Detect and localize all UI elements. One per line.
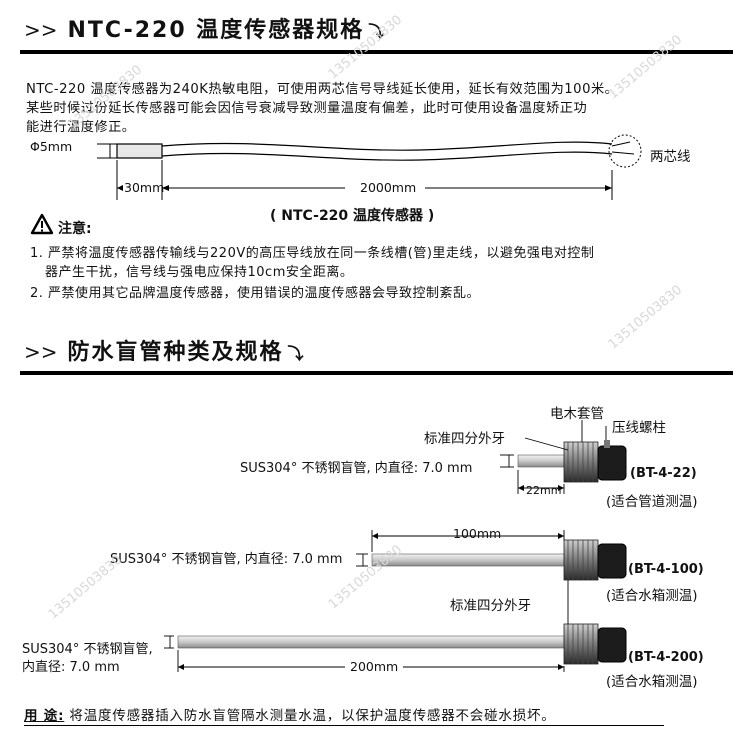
bakelite-sleeve <box>597 445 627 481</box>
wire-end-circle <box>608 134 642 168</box>
tube1-use: (适合管道测温) <box>606 494 698 510</box>
terminal-post <box>604 440 610 448</box>
chevron-icon: >> <box>24 340 58 364</box>
corner-arrow-icon: ⤵ <box>368 22 387 41</box>
tube2-model: (BT-4-100) <box>628 562 704 577</box>
leader-thread-top <box>524 437 569 451</box>
bakelite-sleeve <box>597 543 627 579</box>
note-item-1: 1. 严禁将温度传感器传输线与220V的高压导线放在同一条线槽(管)里走线，以避… <box>30 244 730 282</box>
dim-arrow <box>117 185 123 191</box>
sensor-diagram <box>97 134 642 200</box>
tube-assembly-2 <box>371 539 627 581</box>
tube3-desc-line1: SUS304° 不锈钢盲管, <box>22 642 153 657</box>
note-line: 器产生干扰，信号线与强电应保持10cm安全距离。 <box>45 265 354 280</box>
section-divider <box>20 50 733 54</box>
usage-line: 用 途: 将温度传感器插入防水盲管隔水测量水温，以保护温度传感器不会碰水损坏。 <box>24 704 556 724</box>
tube3-model: (BT-4-200) <box>628 650 704 665</box>
tube2-desc: SUS304° 不锈钢盲管, 内直径: 7.0 mm <box>110 552 343 567</box>
probe-length-label: 30mm <box>124 180 165 195</box>
wire-strands <box>611 141 635 155</box>
tube2-use: (适合水箱测温) <box>606 588 698 604</box>
warning-icon <box>30 213 54 235</box>
intro-paragraph: NTC-220 温度传感器为240K热敏电阻，可使用两芯信号导线延长使用，延长有… <box>26 80 726 137</box>
intro-line: NTC-220 温度传感器为240K热敏电阻，可使用两芯信号导线延长使用，延长有… <box>26 82 619 97</box>
section-title-text: NTC-220 温度传感器规格 <box>67 18 365 43</box>
tube-body <box>177 635 565 649</box>
tube3-desc-line2: 内直径: 7.0 mm <box>22 660 120 675</box>
tube-body <box>517 454 565 468</box>
tube-assembly-3 <box>177 623 627 665</box>
sensor-cable-top <box>161 141 613 151</box>
dim-arrows <box>178 485 564 670</box>
intro-line: 某些时候过份延长传感器可能会因信号衰减导致测量温度有偏差，此时可使用设备温度矫正… <box>26 101 588 116</box>
sensor-probe <box>116 143 163 159</box>
leader-lines <box>164 420 607 672</box>
usage-text: 将温度传感器插入防水盲管隔水测量水温，以保护温度传感器不会碰水损坏。 <box>69 708 556 724</box>
intro-line: 能进行温度修正。 <box>26 120 136 135</box>
chevron-icon: >> <box>24 18 58 42</box>
notes-heading: 注意: <box>58 221 92 237</box>
usage-underline <box>24 725 664 726</box>
bakelite-sleeve <box>597 627 627 663</box>
section-title-ntc: >> NTC-220 温度传感器规格⤵ <box>24 12 386 44</box>
tube1-length: 22mm <box>526 484 562 497</box>
section-divider <box>20 371 733 375</box>
tube2-length: 100mm <box>453 526 502 541</box>
wire-label: 两芯线 <box>650 149 691 165</box>
sensor-caption: ( NTC-220 温度传感器 ) <box>270 208 435 224</box>
usage-label: 用 途: <box>24 708 65 724</box>
diameter-label: Φ5mm <box>30 139 73 154</box>
thread-label-mid: 标准四分外牙 <box>450 598 531 614</box>
note-item-2: 2. 严禁使用其它品牌温度传感器，使用错误的温度传感器会导致控制紊乱。 <box>30 286 481 301</box>
tube1-model: (BT-4-22) <box>630 466 697 481</box>
sleeve-label: 电木套管 <box>550 406 604 422</box>
tube3-length: 200mm <box>350 659 399 674</box>
cable-length-label: 2000mm <box>360 180 417 195</box>
section-title-tubes: >> 防水盲管种类及规格⤵ <box>24 334 306 366</box>
thread-fitting <box>563 441 599 483</box>
tubes-diagram <box>164 420 627 672</box>
terminal-label: 压线螺柱 <box>612 420 666 436</box>
thread-label-top: 标准四分外牙 <box>424 431 505 447</box>
sensor-cable-bottom <box>161 151 613 161</box>
corner-arrow-icon: ⤵ <box>287 344 306 363</box>
section-title-text: 防水盲管种类及规格 <box>67 340 284 365</box>
tube-assembly-1 <box>517 440 627 483</box>
tube3-use: (适合水箱测温) <box>606 674 698 690</box>
note-line: 1. 严禁将温度传感器传输线与220V的高压导线放在同一条线槽(管)里走线，以避… <box>30 246 595 261</box>
tube1-desc: SUS304° 不锈钢盲管, 内直径: 7.0 mm <box>240 461 473 476</box>
